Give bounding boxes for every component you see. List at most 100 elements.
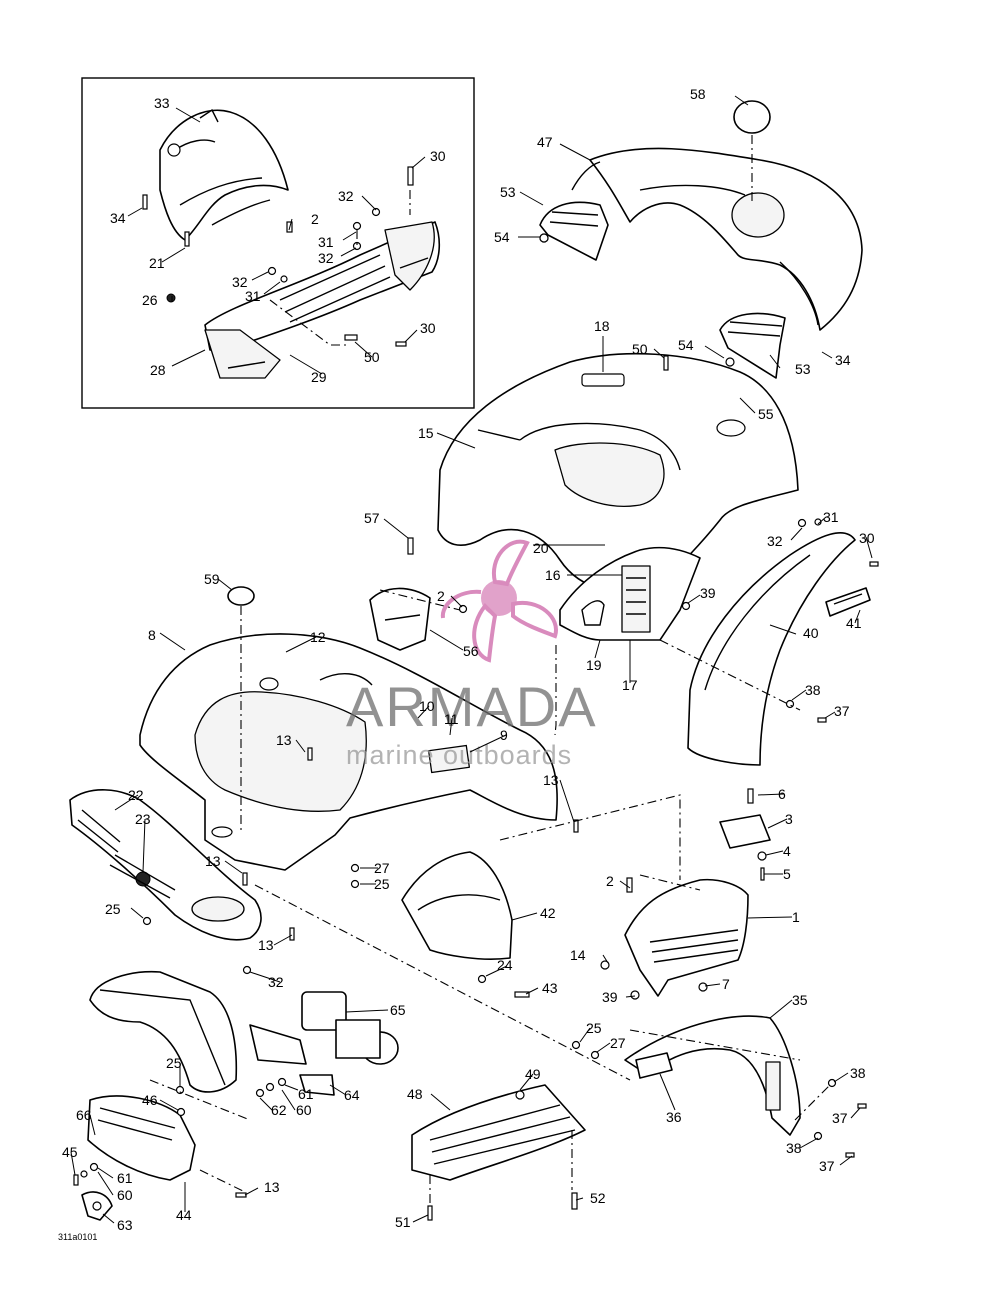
inset-bumper-bar bbox=[204, 221, 441, 379]
callout: 39 bbox=[700, 585, 716, 601]
callout: 30 bbox=[859, 530, 875, 546]
watermark-brand: ARMADA bbox=[346, 675, 598, 738]
callout: 54 bbox=[678, 337, 694, 353]
inset-frame bbox=[81, 77, 475, 409]
callout: 50 bbox=[364, 349, 380, 365]
callout: 51 bbox=[395, 1214, 411, 1230]
callout: 32 bbox=[268, 974, 284, 990]
callout: 52 bbox=[590, 1190, 606, 1206]
callout: 37 bbox=[832, 1110, 848, 1126]
callout: 2 bbox=[437, 588, 445, 604]
mud-guard-42 bbox=[401, 851, 513, 960]
callout: 1 bbox=[792, 909, 800, 925]
skid-plate-48 bbox=[411, 1084, 586, 1181]
callout: 42 bbox=[540, 905, 556, 921]
callout: 14 bbox=[570, 947, 586, 963]
front-body-panel bbox=[139, 633, 558, 871]
callout: 31 bbox=[823, 509, 839, 525]
callout: 11 bbox=[444, 711, 459, 727]
callout: 49 bbox=[525, 1066, 541, 1082]
callout: 15 bbox=[418, 425, 434, 441]
callout: 38 bbox=[786, 1140, 802, 1156]
callout: 53 bbox=[500, 184, 516, 200]
cap-59 bbox=[227, 586, 255, 606]
callout: 32 bbox=[767, 533, 783, 549]
watermark-tagline: marine outboards bbox=[346, 740, 572, 770]
inset-side-panel bbox=[159, 108, 289, 241]
bracket-64 bbox=[249, 1024, 335, 1096]
callout: 26 bbox=[142, 292, 158, 308]
callout: 25 bbox=[105, 901, 121, 917]
hardware-fasteners bbox=[73, 233, 879, 1221]
rear-body-panel bbox=[437, 352, 799, 593]
callout: 32 bbox=[338, 188, 354, 204]
callout: 27 bbox=[374, 860, 390, 876]
callout: 38 bbox=[850, 1065, 866, 1081]
front-guard-44 bbox=[87, 1095, 196, 1181]
callout: 25 bbox=[374, 876, 390, 892]
callout: 25 bbox=[586, 1020, 602, 1036]
callout: 12 bbox=[310, 629, 326, 645]
callout: 16 bbox=[545, 567, 561, 583]
callout: 61 bbox=[298, 1086, 314, 1102]
callout: 3 bbox=[785, 811, 793, 827]
callout: 31 bbox=[245, 288, 261, 304]
callout: 29 bbox=[311, 369, 327, 385]
callout: 21 bbox=[149, 255, 165, 271]
callout: 45 bbox=[62, 1144, 78, 1160]
callout: 34 bbox=[110, 210, 126, 226]
callout: 34 bbox=[835, 352, 851, 368]
callout: 2 bbox=[311, 211, 319, 227]
callout: 13 bbox=[276, 732, 292, 748]
callout: 48 bbox=[407, 1086, 423, 1102]
callout: 55 bbox=[758, 406, 774, 422]
callout: 39 bbox=[602, 989, 618, 1005]
callout: 65 bbox=[390, 1002, 406, 1018]
upper-fender-panel bbox=[571, 147, 863, 331]
callout: 31 bbox=[318, 234, 334, 250]
callout: 47 bbox=[537, 134, 553, 150]
callout: 64 bbox=[344, 1087, 360, 1103]
callout: 13 bbox=[543, 772, 559, 788]
callout: 20 bbox=[533, 540, 549, 556]
callout: 66 bbox=[76, 1107, 92, 1123]
callout: 25 bbox=[166, 1055, 182, 1071]
callout: 57 bbox=[364, 510, 380, 526]
callout: 38 bbox=[805, 682, 821, 698]
callout: 30 bbox=[420, 320, 436, 336]
callout: 37 bbox=[819, 1158, 835, 1174]
callout: 32 bbox=[232, 274, 248, 290]
callout: 44 bbox=[176, 1207, 192, 1223]
callout: 4 bbox=[783, 843, 791, 859]
callout: 30 bbox=[430, 148, 446, 164]
leader-lines bbox=[70, 95, 873, 1224]
callout: 22 bbox=[128, 787, 144, 803]
callout: 60 bbox=[296, 1102, 312, 1118]
winch-65 bbox=[301, 991, 399, 1065]
callout: 7 bbox=[722, 976, 730, 992]
screw-57 bbox=[407, 537, 414, 555]
callout: 13 bbox=[205, 853, 221, 869]
callout: 46 bbox=[142, 1092, 158, 1108]
callout: 10 bbox=[419, 698, 435, 714]
callout: 17 bbox=[622, 677, 638, 693]
callout: 19 bbox=[586, 657, 602, 673]
callout: 2 bbox=[606, 873, 614, 889]
callout: 28 bbox=[150, 362, 166, 378]
cap-58 bbox=[733, 100, 771, 134]
callout: 5 bbox=[783, 866, 791, 882]
callout: 8 bbox=[148, 627, 156, 643]
callout: 24 bbox=[497, 957, 513, 973]
rear-fender-35 bbox=[624, 1015, 801, 1136]
rack-bar-3 bbox=[719, 788, 771, 881]
callout: 50 bbox=[632, 341, 648, 357]
callout: 41 bbox=[846, 615, 862, 631]
callout: 32 bbox=[318, 250, 334, 266]
callout: 23 bbox=[135, 811, 151, 827]
rear-fender-40 bbox=[687, 532, 856, 766]
diagram-code: 311a0101 bbox=[58, 1232, 97, 1242]
callout: 35 bbox=[792, 992, 808, 1008]
callout: 18 bbox=[594, 318, 610, 334]
callout: 43 bbox=[542, 980, 558, 996]
